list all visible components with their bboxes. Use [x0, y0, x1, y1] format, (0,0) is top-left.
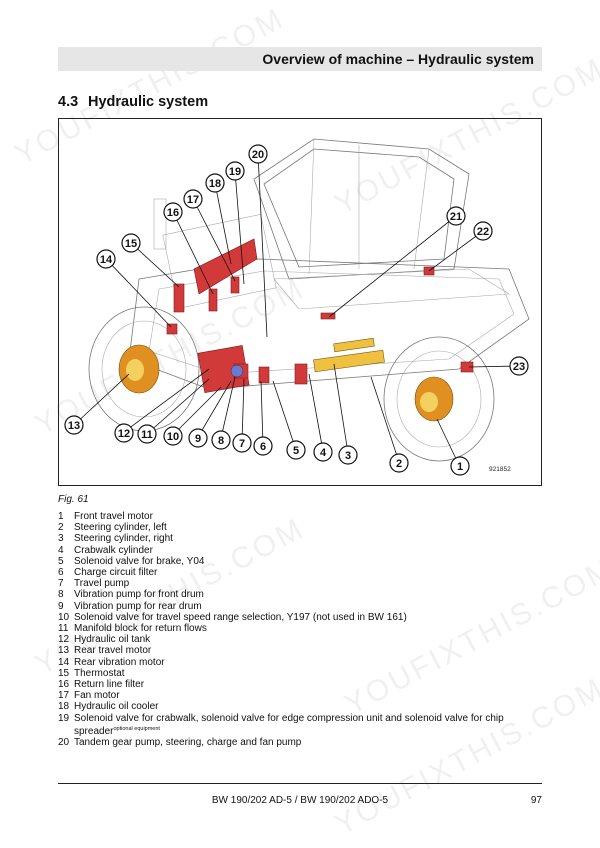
callout-1: 1 [450, 456, 470, 476]
svg-text:2: 2 [396, 458, 402, 470]
callout-3: 3 [338, 445, 358, 465]
callout-15: 15 [121, 233, 141, 253]
callout-8: 8 [211, 430, 231, 450]
callout-6: 6 [253, 436, 273, 456]
figure-id: 921852 [489, 466, 511, 473]
svg-text:7: 7 [239, 438, 245, 450]
svg-text:22: 22 [477, 226, 489, 238]
svg-text:14: 14 [100, 254, 113, 266]
svg-text:11: 11 [141, 429, 153, 441]
svg-text:9: 9 [195, 433, 201, 445]
page-number: 97 [530, 795, 542, 806]
callout-20: 20 [248, 144, 268, 164]
section-heading: Hydraulic system [88, 94, 209, 110]
svg-text:17: 17 [187, 194, 199, 206]
svg-text:13: 13 [68, 420, 80, 432]
hydraulic-components [166, 238, 474, 394]
machine-illustration: 1 2 3 4 5 6 7 8 9 10 11 12 13 14 15 16 1… [64, 138, 530, 476]
callout-23: 23 [509, 356, 529, 376]
cab-drawing [253, 138, 510, 310]
figure-caption: Fig. 61 [58, 494, 89, 505]
callout-7: 7 [232, 433, 252, 453]
svg-text:3: 3 [345, 450, 351, 462]
svg-text:21: 21 [450, 211, 462, 223]
callout-22: 22 [473, 221, 493, 241]
svg-text:12: 12 [118, 428, 130, 440]
callout-16: 16 [163, 202, 183, 222]
header-bar: Overview of machine – Hydraulic system [58, 47, 542, 71]
svg-text:10: 10 [167, 431, 179, 443]
callout-2: 2 [389, 453, 409, 473]
callout-21: 21 [446, 206, 466, 226]
callout-12: 12 [114, 423, 134, 443]
svg-text:1: 1 [457, 461, 463, 473]
front-drum-drawing [383, 336, 495, 462]
callout-5: 5 [286, 440, 306, 460]
callout-19: 19 [225, 161, 245, 181]
svg-text:18: 18 [209, 178, 221, 190]
svg-text:8: 8 [218, 435, 224, 447]
figure-frame: 1 2 3 4 5 6 7 8 9 10 11 12 13 14 15 16 1… [58, 118, 542, 486]
callout-13: 13 [64, 415, 84, 435]
svg-text:6: 6 [260, 441, 266, 453]
callout-18: 18 [205, 173, 225, 193]
rear-drum-drawing [88, 306, 200, 432]
footer-document-title: BW 190/202 AD-5 / BW 190/202 ADO-5 [211, 795, 389, 806]
callout-4: 4 [313, 442, 333, 462]
svg-text:16: 16 [167, 207, 179, 219]
optional-equipment-note: optional equipment [113, 725, 160, 732]
header-title: Overview of machine – Hydraulic system [262, 51, 534, 67]
svg-text:5: 5 [293, 445, 299, 457]
svg-text:20: 20 [252, 149, 264, 161]
callout-10: 10 [163, 426, 183, 446]
leader-lines [73, 153, 520, 466]
callout-11: 11 [137, 424, 157, 444]
callout-9: 9 [188, 428, 208, 448]
section-number: 4.3 [58, 94, 79, 110]
footer-divider [58, 783, 542, 784]
chassis-drawing [128, 198, 530, 390]
callout-14: 14 [96, 249, 116, 269]
svg-text:4: 4 [320, 447, 327, 459]
svg-text:19: 19 [229, 166, 241, 178]
callout-17: 17 [183, 189, 203, 209]
svg-text:15: 15 [125, 238, 137, 250]
svg-text:23: 23 [513, 361, 525, 373]
section-title: 4.3 Hydraulic system [58, 94, 208, 110]
